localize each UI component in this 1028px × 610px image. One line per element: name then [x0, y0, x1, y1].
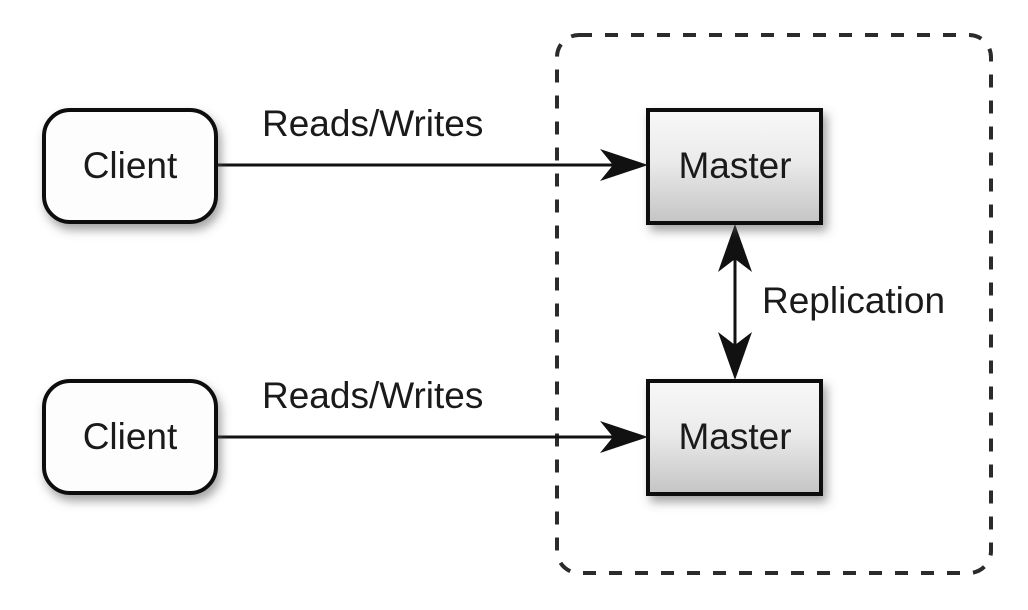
client-top-label: Client [83, 145, 178, 186]
client-bottom-label: Client [83, 416, 178, 457]
node-master-bottom[interactable] [646, 379, 823, 496]
master-bottom-label: Master [678, 416, 791, 457]
master-top-shape[interactable] [646, 108, 823, 225]
cluster-boundary [555, 33, 993, 575]
master-top-label: Master [678, 145, 791, 186]
arrowhead-right-top [600, 149, 648, 181]
edge-label-reads-writes-bottom: Reads/Writes [262, 375, 483, 416]
client-bottom-shape[interactable] [42, 379, 218, 495]
node-client-bottom[interactable] [42, 379, 218, 495]
edge-label-replication: Replication [762, 280, 945, 321]
arrowhead-down-replication [718, 332, 752, 380]
edge-replication [718, 224, 752, 380]
edge-client-bottom-to-master-bottom [216, 421, 648, 453]
arrowhead-up-replication [718, 224, 752, 272]
master-bottom-shape[interactable] [646, 379, 823, 496]
cluster-boundary-outline [555, 33, 993, 575]
node-master-top[interactable] [646, 108, 823, 225]
arrowhead-right-bottom [600, 421, 648, 453]
edge-client-top-to-master-top [216, 149, 648, 181]
client-top-shape[interactable] [42, 108, 218, 224]
edge-label-reads-writes-top: Reads/Writes [262, 103, 483, 144]
node-client-top[interactable] [42, 108, 218, 224]
